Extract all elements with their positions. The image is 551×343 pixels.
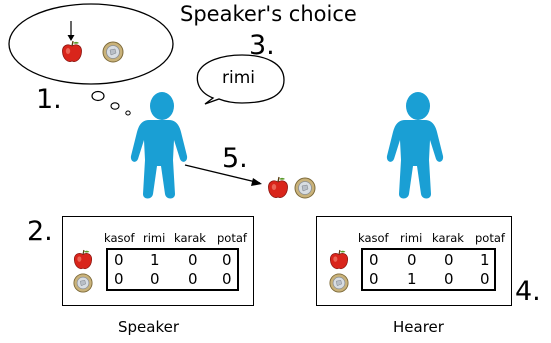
speaker-word-header: kasof	[104, 231, 135, 245]
step-4-label: 4.	[515, 276, 541, 307]
matrix-cell: 0	[114, 270, 124, 288]
matrix-cell: 0	[222, 251, 232, 269]
matrix-cell: 0	[150, 270, 160, 288]
matrix-cell: 1	[407, 270, 417, 288]
speech-utterance: rimi	[222, 68, 255, 88]
matrix-cell: 0	[369, 251, 379, 269]
step-5-label: 5.	[222, 143, 248, 174]
coin-icon	[329, 273, 349, 293]
matrix-cell: 0	[114, 251, 124, 269]
apple-icon	[268, 176, 288, 198]
step-1-label: 1.	[36, 84, 62, 115]
coin-icon	[102, 41, 124, 63]
speaker-word-header: rimi	[143, 231, 166, 245]
thought-bubble-dot-medium	[110, 102, 120, 110]
apple-icon	[62, 40, 82, 62]
thought-bubble-cloud	[8, 3, 174, 85]
hearer-caption: Hearer	[393, 318, 444, 336]
speaker-person-icon	[130, 92, 188, 199]
coin-icon	[294, 177, 316, 199]
target-pointer-arrowhead	[67, 35, 75, 41]
matrix-cell: 0	[444, 251, 454, 269]
speaker-caption: Speaker	[118, 318, 180, 336]
matrix-cell: 0	[407, 251, 417, 269]
matrix-row: 0 1 0 0	[108, 251, 237, 271]
matrix-row: 0 0 0 1	[363, 251, 494, 271]
apple-icon	[73, 249, 93, 269]
matrix-cell: 0	[188, 270, 198, 288]
matrix-cell: 0	[369, 270, 379, 288]
speaker-lexicon-panel: kasof rimi karak potaf 0 1 0 0 0 0 0 0	[62, 216, 254, 306]
hearer-person-icon	[386, 92, 444, 199]
thought-bubble-dot-large	[91, 90, 105, 102]
speaker-word-header: karak	[174, 231, 206, 245]
step-2-label: 2.	[27, 216, 53, 247]
matrix-cell: 0	[444, 270, 454, 288]
matrix-row: 0 0 0 0	[108, 270, 237, 290]
apple-icon	[329, 249, 349, 269]
speaker-word-header: potaf	[217, 231, 247, 245]
matrix-cell: 1	[150, 251, 160, 269]
matrix-cell: 0	[188, 251, 198, 269]
coin-icon	[73, 273, 93, 293]
hearer-word-header: kasof	[358, 231, 389, 245]
matrix-row: 0 1 0 0	[363, 270, 494, 290]
matrix-cell: 1	[480, 251, 490, 269]
hearer-word-header: rimi	[400, 231, 423, 245]
diagram-title: Speaker's choice	[180, 2, 357, 26]
speaker-association-matrix: 0 1 0 0 0 0 0 0	[106, 248, 239, 291]
hearer-lexicon-panel: kasof rimi karak potaf 0 0 0 1 0 1 0 0	[316, 216, 512, 306]
hearer-word-header: potaf	[475, 231, 505, 245]
thought-bubble-dot-small	[125, 110, 131, 116]
hearer-association-matrix: 0 0 0 1 0 1 0 0	[361, 248, 496, 291]
step-3-label: 3.	[249, 30, 275, 61]
hearer-word-header: karak	[432, 231, 464, 245]
matrix-cell: 0	[222, 270, 232, 288]
matrix-cell: 0	[480, 270, 490, 288]
